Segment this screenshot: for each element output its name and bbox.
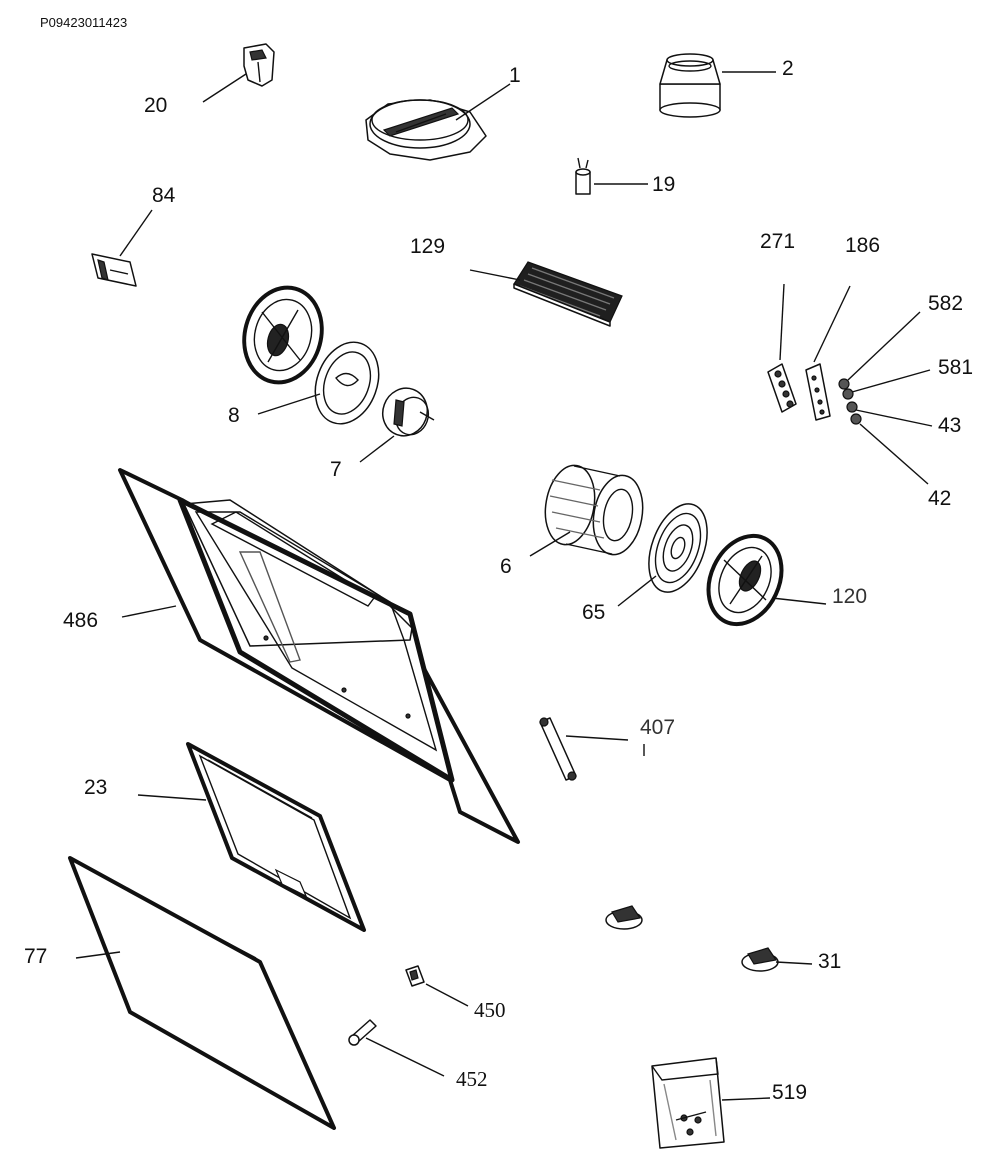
leader-31 (775, 961, 813, 965)
part-7-motor[interactable] (376, 382, 435, 442)
leader-77 (75, 951, 121, 959)
callout-120: 120 (832, 585, 867, 608)
leader-450 (425, 983, 469, 1007)
callout-84: 84 (152, 184, 176, 207)
leader-581 (851, 369, 931, 393)
leader-486 (121, 605, 177, 618)
callout-77: 77 (24, 945, 47, 968)
callout-20: 20 (144, 94, 167, 117)
part-452-bulb[interactable] (348, 1019, 377, 1046)
part-486-glass-canopy[interactable] (118, 468, 520, 844)
part-129-filter[interactable] (513, 261, 623, 327)
callout-19: 19 (652, 173, 675, 196)
callout-581: 581 (938, 356, 973, 379)
part-8-motor-plate[interactable] (304, 333, 389, 432)
part-42-switch[interactable] (850, 413, 862, 425)
part-23-grease-filter[interactable] (186, 742, 366, 932)
part-120-fan-housing[interactable] (695, 524, 796, 636)
part-31-knob-a[interactable] (605, 905, 643, 930)
callout-65: 65 (582, 601, 605, 624)
callout-2: 2 (782, 57, 794, 80)
callout-186: 186 (845, 234, 880, 257)
part-581-switch[interactable] (842, 388, 854, 400)
part-19-capacitor[interactable] (575, 157, 591, 195)
part-450-lamp-holder[interactable] (405, 965, 425, 987)
part-43-switch[interactable] (846, 401, 858, 413)
callout-486: 486 (63, 609, 98, 632)
callout-23: 23 (84, 776, 107, 799)
leader-407 (565, 735, 629, 741)
callout-6: 6 (500, 555, 512, 578)
part-6-blower-wheel[interactable] (539, 461, 648, 558)
part-77-glass-panel[interactable] (68, 856, 336, 1130)
leader-129 (469, 269, 521, 281)
leader-8 (257, 393, 321, 415)
leader-271 (779, 283, 785, 361)
leader-519 (721, 1097, 771, 1101)
callout-407: 407 (640, 716, 675, 739)
part-31-knob-b[interactable] (741, 947, 779, 972)
part-186-pcb[interactable] (805, 363, 831, 421)
callout-31: 31 (818, 950, 841, 973)
callout-1: 1 (509, 64, 521, 87)
leader-6 (529, 531, 571, 557)
part-582-switch[interactable] (838, 378, 850, 390)
leader-42 (859, 423, 929, 485)
leader-1 (455, 83, 511, 121)
leader-23 (137, 794, 207, 801)
callout-271: 271 (760, 230, 795, 253)
part-fan-housing-left[interactable] (234, 279, 332, 391)
part-519-accessory-bag[interactable] (651, 1057, 725, 1149)
callout-42: 42 (928, 487, 951, 510)
leader-582 (847, 311, 921, 381)
part-1-flange[interactable] (365, 99, 487, 161)
part-407-light-bar[interactable] (539, 717, 577, 781)
part-65-fan-grille[interactable] (638, 496, 718, 600)
leader-65 (617, 575, 657, 607)
callout-519: 519 (772, 1081, 807, 1104)
part-2-reducer[interactable] (659, 53, 721, 118)
part-20-clip[interactable] (243, 43, 275, 87)
callout-450: 450 (474, 998, 506, 1022)
part-271-terminal-block[interactable] (767, 363, 797, 413)
leader-120 (771, 597, 827, 605)
leader-7 (359, 435, 395, 463)
callout-8: 8 (228, 404, 240, 427)
leader-20 (202, 73, 247, 103)
drawing-code: P09423011423 (40, 15, 127, 30)
callout-129: 129 (410, 235, 445, 258)
callout-452: 452 (456, 1067, 488, 1091)
callout-43: 43 (938, 414, 961, 437)
part-84-bracket[interactable] (91, 253, 137, 287)
callout-7: 7 (330, 458, 342, 481)
callout-582: 582 (928, 292, 963, 315)
leader-84 (119, 209, 153, 257)
leader-186 (813, 285, 851, 363)
leader-452 (365, 1037, 445, 1077)
leader-43 (855, 409, 933, 427)
